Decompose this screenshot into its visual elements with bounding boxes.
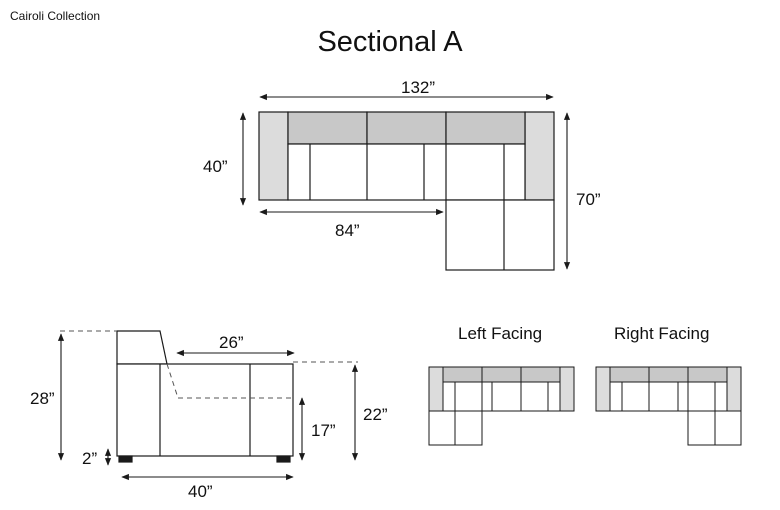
- seat-depth-label: 26”: [219, 333, 244, 352]
- chaise-length-label: 70”: [576, 190, 601, 209]
- seat-area: [287, 143, 526, 201]
- side-view-dimensions: [57, 333, 359, 481]
- side-depth-label: 40”: [188, 482, 213, 501]
- seat-height-label: 17”: [311, 421, 336, 440]
- sofa-length-label: 84”: [335, 221, 360, 240]
- right-facing-diagram: [595, 366, 742, 446]
- left-arm: [258, 111, 289, 201]
- diagram-title: Sectional A: [317, 26, 463, 58]
- back-cushion: [366, 111, 447, 145]
- right-facing-label: Right Facing: [614, 324, 710, 343]
- top-view-plan: [258, 111, 555, 271]
- arm-height-label: 22”: [363, 405, 388, 424]
- chaise: [445, 199, 555, 271]
- side-view-guides: [60, 330, 358, 399]
- leg: [118, 455, 133, 463]
- right-arm: [524, 111, 555, 201]
- back-cushion: [287, 111, 368, 145]
- top-view-dimensions: [239, 93, 571, 270]
- overall-width-label: 132”: [401, 78, 436, 97]
- left-facing-label: Left Facing: [458, 324, 543, 343]
- left-facing-diagram: [428, 366, 575, 446]
- back-cushion: [445, 111, 526, 145]
- side-view-profile: [116, 330, 294, 463]
- back-height-label: 28”: [30, 389, 55, 408]
- leg-height-label: 2”: [82, 449, 98, 468]
- leg: [276, 455, 291, 463]
- brand-name: Cairoli Collection: [10, 9, 101, 23]
- depth-label: 40”: [203, 157, 228, 176]
